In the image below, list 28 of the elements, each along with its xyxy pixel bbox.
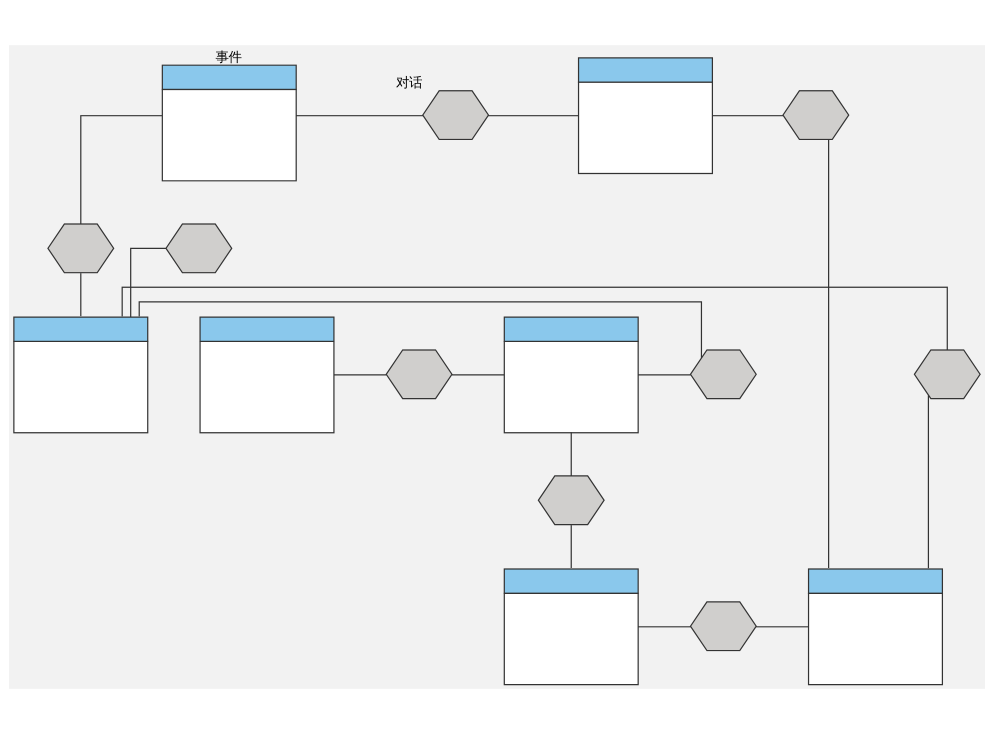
connector [570,525,572,568]
connector [828,140,829,568]
connector [570,432,572,476]
node-hexagon [689,601,756,652]
node-label: 事件 [214,50,241,66]
connector [334,374,386,376]
connector [121,286,948,350]
node-hexagon [385,349,452,400]
node-label: 对话 [395,76,422,91]
connector [488,115,578,116]
connector [80,273,81,316]
node-hexagon [537,475,604,526]
connector [712,115,783,116]
node-hexagon [46,223,114,274]
connector [130,248,166,316]
node-hexagon [422,90,489,140]
connector [296,115,423,116]
connector [138,301,702,358]
connector [80,115,162,224]
node-hexagon [689,349,756,400]
node-hexagon [164,223,232,274]
connector [451,374,504,376]
node-hexagon [782,90,849,140]
connector [756,626,808,628]
connector [638,626,690,628]
node-hexagon [913,349,980,400]
connector [638,374,690,376]
connector [927,395,929,568]
